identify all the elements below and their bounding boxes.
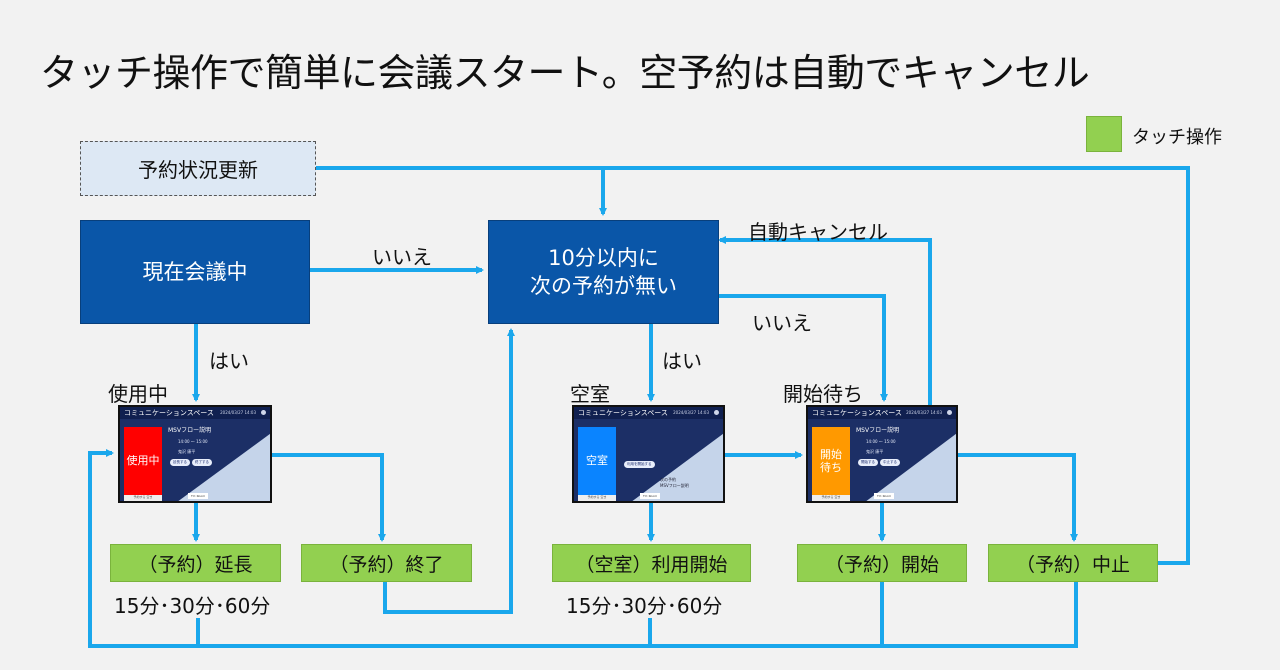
meeting-host: 鬼沢 康平 bbox=[866, 449, 884, 454]
action-end[interactable]: （予約）終了 bbox=[301, 544, 472, 582]
clock: 2024/03/27 14:03 bbox=[906, 410, 942, 415]
arrow-waiting-to-cancel bbox=[958, 453, 1078, 542]
cancel-button[interactable]: 中止する bbox=[880, 459, 900, 466]
status-waiting: 開始 待ち bbox=[812, 427, 850, 495]
meeting-title: MSVフロー説明 bbox=[168, 427, 212, 434]
room-name: コミュニケーションスペース bbox=[124, 409, 214, 417]
no-next-reservation-box: 10分以内に 次の予約が無い bbox=[488, 220, 719, 324]
label-no-check: いいえ bbox=[752, 311, 812, 335]
arrow-update-to-check bbox=[316, 166, 1190, 565]
arrow-bottom-loop bbox=[88, 449, 1078, 648]
arrow-check-no bbox=[718, 294, 888, 402]
status-waiting-line-1: 開始 bbox=[820, 447, 842, 461]
legend-label: タッチ操作 bbox=[1132, 127, 1222, 148]
screen-waiting: コミュニケーションスペース 2024/03/27 14:03 開始 待ち 予約す… bbox=[806, 405, 958, 503]
settings-icon bbox=[714, 410, 719, 415]
extend-durations: 15分･30分･60分 bbox=[114, 594, 271, 618]
arrow-end-to-check bbox=[383, 328, 515, 614]
status-foot: 予約する 空き bbox=[124, 495, 162, 501]
state-label-waiting: 開始待ち bbox=[783, 382, 863, 406]
screen-in-use: コミュニケーションスペース 2024/03/27 14:03 使用中 予約する … bbox=[118, 405, 272, 503]
state-label-vacant: 空室 bbox=[570, 382, 610, 406]
action-extend[interactable]: （予約）延長 bbox=[110, 544, 281, 582]
settings-icon bbox=[261, 410, 266, 415]
room-tag: TV: Room bbox=[640, 493, 661, 499]
label-auto-cancel: 自動キャンセル bbox=[748, 220, 888, 244]
action-start[interactable]: （予約）開始 bbox=[797, 544, 967, 582]
status-vacant: 空室 bbox=[578, 427, 616, 495]
room-tag: TV: Room bbox=[188, 493, 209, 499]
meeting-host: 鬼沢 康平 bbox=[178, 449, 196, 454]
label-no-current: いいえ bbox=[372, 245, 432, 269]
state-label-in-use: 使用中 bbox=[108, 382, 168, 406]
end-button[interactable]: 終了する bbox=[192, 459, 212, 466]
start-use-button[interactable]: 利用を開始する bbox=[624, 461, 655, 468]
status-foot: 予約する 空き bbox=[812, 495, 850, 501]
screen-vacant: コミュニケーションスペース 2024/03/27 14:03 空室 予約する 空… bbox=[572, 405, 725, 503]
clock: 2024/03/27 14:03 bbox=[220, 410, 256, 415]
extend-button[interactable]: 延長する bbox=[170, 459, 190, 466]
start-button[interactable]: 開始する bbox=[858, 459, 878, 466]
meeting-time: 14:00 ～ 15:00 bbox=[866, 439, 896, 444]
status-in-use: 使用中 bbox=[124, 427, 162, 495]
room-name: コミュニケーションスペース bbox=[578, 409, 668, 417]
settings-icon bbox=[947, 410, 952, 415]
action-vacant-start[interactable]: （空室）利用開始 bbox=[552, 544, 751, 582]
meeting-time: 14:00 ～ 15:00 bbox=[178, 439, 208, 444]
status-waiting-line-2: 待ち bbox=[820, 461, 842, 474]
label-yes-current: はい bbox=[209, 349, 249, 373]
arrow-auto-cancel bbox=[718, 236, 932, 405]
vacant-durations: 15分･30分･60分 bbox=[566, 594, 723, 618]
room-name: コミュニケーションスペース bbox=[812, 409, 902, 417]
legend-swatch bbox=[1086, 116, 1122, 152]
next-label: 次の予約 bbox=[660, 477, 676, 482]
room-tag: TV: Room bbox=[874, 493, 895, 499]
screen-diagonal bbox=[178, 433, 270, 501]
clock: 2024/03/27 14:03 bbox=[673, 410, 709, 415]
current-meeting-box: 現在会議中 bbox=[80, 220, 310, 324]
next-meeting-title: MSVフロー説明 bbox=[660, 483, 689, 488]
check-line-1: 10分以内に bbox=[548, 245, 659, 270]
arrow-inuse-to-end bbox=[272, 453, 386, 542]
status-foot: 予約する 空き bbox=[578, 495, 616, 501]
reservation-update-box: 予約状況更新 bbox=[80, 141, 316, 196]
page-title: タッチ操作で簡単に会議スタート。空予約は自動でキャンセル bbox=[40, 51, 1090, 95]
action-cancel[interactable]: （予約）中止 bbox=[988, 544, 1158, 582]
label-yes-check: はい bbox=[662, 349, 702, 373]
meeting-title: MSVフロー説明 bbox=[856, 427, 900, 434]
check-line-2: 次の予約が無い bbox=[530, 274, 677, 298]
